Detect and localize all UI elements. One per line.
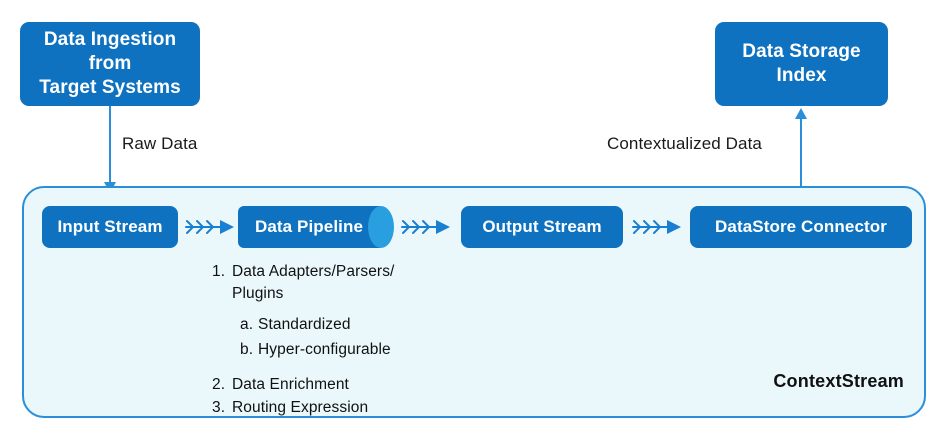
node-data-storage-index-label: Data Storage Index [742,40,860,89]
cylinder-cap-icon [368,206,394,248]
contextstream-title: ContextStream [773,371,904,391]
pipeline-features-sublist: a. Standardized b. Hyper-configurable [240,314,432,361]
list-item: b. Hyper-configurable [240,339,432,361]
arrow-up-icon [795,108,807,119]
list-item-text: Hyper-configurable [258,341,391,358]
list-item-marker: b. [240,341,254,358]
stage-input-stream-label: Input Stream [57,217,163,236]
edge-label-contextualized-data: Contextualized Data [607,134,762,153]
list-item: 3. Routing Expression [212,397,432,419]
list-item-text: Data Enrichment [232,376,349,393]
list-item-marker: 1. [212,263,226,280]
node-data-ingestion-line1: Data Ingestion [43,28,177,50]
chevron-arrow-right-icon [185,220,234,234]
stage-data-pipeline-label: Data Pipeline [254,217,364,236]
stage-output-stream-label: Output Stream [482,217,602,236]
chevron-arrow-right-icon [632,220,681,234]
node-data-storage-index-line2: Index [776,65,827,86]
node-data-ingestion[interactable]: Data Ingestion from Target Systems [20,22,200,106]
stage-input-stream[interactable]: Input Stream [42,206,178,248]
arrow-up-shaft [800,118,802,202]
list-item: a. Standardized [240,314,432,336]
stage-datastore-connector[interactable]: DataStore Connector [690,206,912,248]
stage-output-stream[interactable]: Output Stream [461,206,623,248]
node-data-storage-index[interactable]: Data Storage Index [715,22,888,106]
pipeline-features-list: 1. Data Adapters/Parsers/ Plugins a. Sta… [212,261,432,419]
list-item: 1. Data Adapters/Parsers/ Plugins [212,261,432,305]
list-item-marker: a. [240,316,254,333]
list-item-text: Routing Expression [232,399,369,416]
stage-data-pipeline[interactable]: Data Pipeline [238,206,380,248]
list-item: 2. Data Enrichment [212,374,432,396]
list-item-marker: 3. [212,399,226,416]
node-data-storage-index-line1: Data Storage [742,40,861,62]
stage-datastore-connector-label: DataStore Connector [715,217,887,236]
edge-label-raw-data: Raw Data [122,134,198,153]
node-data-ingestion-label: Data Ingestion from Target Systems [39,28,181,101]
list-item-marker: 2. [212,376,226,393]
node-data-ingestion-line3: Target Systems [39,77,181,99]
arrow-down-shaft [109,106,111,186]
list-item-text: Standardized [258,316,351,333]
list-item-text: Data Adapters/Parsers/ Plugins [232,263,395,302]
node-data-ingestion-line2: from [88,52,132,74]
chevron-arrow-right-icon [401,220,450,234]
